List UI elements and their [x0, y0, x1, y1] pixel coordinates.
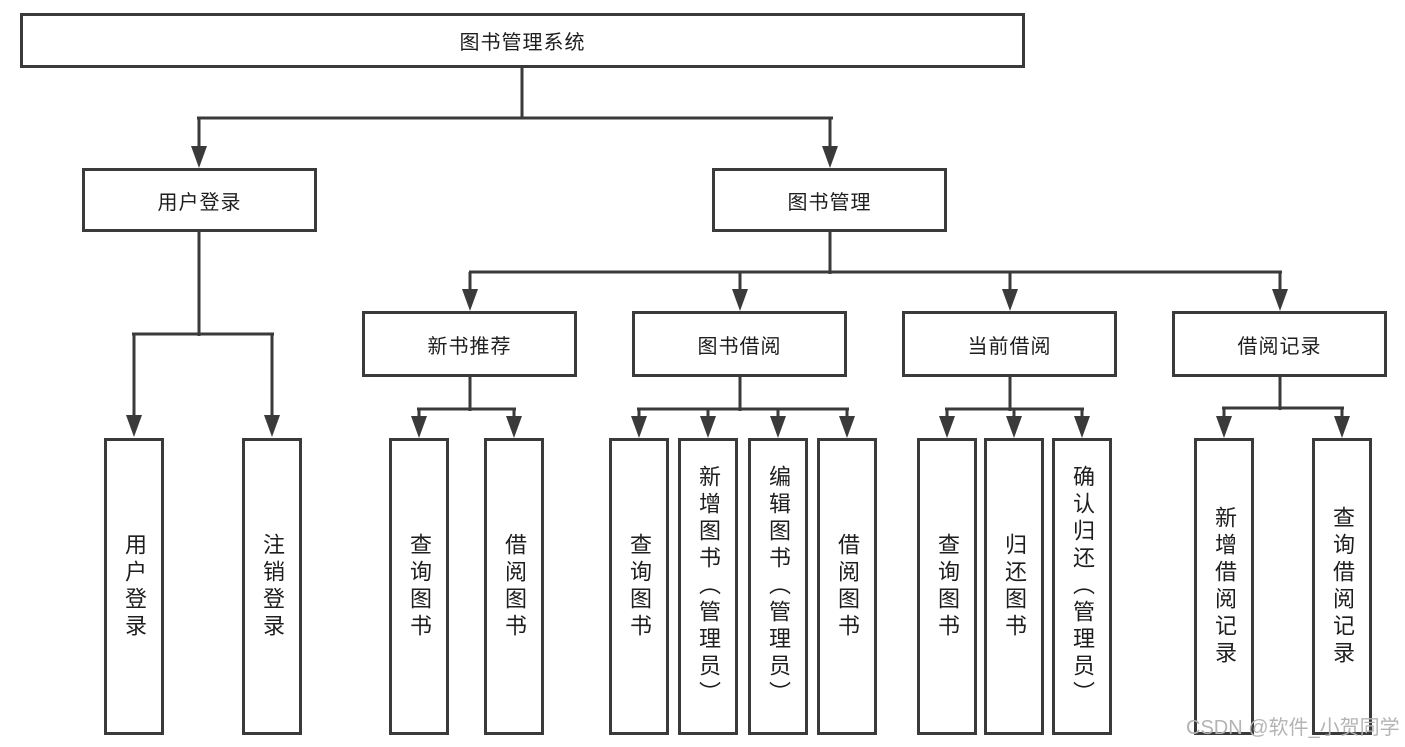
- connector-bookborrow-to-leaves: [631, 377, 855, 438]
- arrow-down-icon: [1006, 416, 1022, 438]
- connector-newbooks-to-leaves: [411, 377, 522, 438]
- leaf-add-borrow-record: 新增借阅记录: [1194, 438, 1254, 735]
- leaf-borrow-books: 借阅图书: [817, 438, 877, 735]
- arrow-down-icon: [506, 416, 522, 438]
- arrow-down-icon: [1272, 289, 1288, 311]
- arrow-down-icon: [1074, 416, 1090, 438]
- leaf-query-books-borrowing: 查询图书: [609, 438, 669, 735]
- node-book-borrowing: 图书借阅: [632, 311, 847, 377]
- connector-bookmgmt-to-level3: [462, 232, 1288, 311]
- arrow-down-icon: [1216, 416, 1232, 438]
- node-root-system: 图书管理系统: [20, 13, 1025, 68]
- arrow-down-icon: [191, 146, 207, 168]
- arrow-down-icon: [1334, 416, 1350, 438]
- arrow-down-icon: [839, 416, 855, 438]
- arrow-down-icon: [732, 289, 748, 311]
- leaf-confirm-return-admin: 确认归还（管理员）: [1052, 438, 1112, 735]
- arrow-down-icon: [770, 416, 786, 438]
- connector-userlogin-to-leaves: [126, 232, 280, 437]
- arrow-down-icon: [264, 415, 280, 437]
- arrow-down-icon: [700, 416, 716, 438]
- node-user-login-module: 用户登录: [82, 168, 317, 232]
- arrow-down-icon: [939, 416, 955, 438]
- node-book-management-module: 图书管理: [712, 168, 947, 232]
- arrow-down-icon: [822, 146, 838, 168]
- node-current-borrowing: 当前借阅: [902, 311, 1117, 377]
- connector-currentborrow-to-leaves: [939, 377, 1090, 438]
- leaf-return-books: 归还图书: [984, 438, 1044, 735]
- arrow-down-icon: [411, 416, 427, 438]
- leaf-user-login: 用户登录: [104, 438, 164, 735]
- leaf-edit-books-admin: 编辑图书（管理员）: [748, 438, 808, 735]
- arrow-down-icon: [462, 289, 478, 311]
- leaf-query-books-recommend: 查询图书: [389, 438, 449, 735]
- connector-borrowrecords-to-leaves: [1216, 377, 1350, 438]
- leaf-query-borrow-record: 查询借阅记录: [1312, 438, 1372, 735]
- node-new-book-recommend: 新书推荐: [362, 311, 577, 377]
- leaf-logout: 注销登录: [242, 438, 302, 735]
- leaf-query-books-current: 查询图书: [917, 438, 977, 735]
- arrow-down-icon: [126, 415, 142, 437]
- node-borrowing-records: 借阅记录: [1172, 311, 1387, 377]
- leaf-add-books-admin: 新增图书（管理员）: [678, 438, 738, 735]
- connector-root-to-level2: [191, 68, 838, 168]
- arrow-down-icon: [1002, 289, 1018, 311]
- csdn-watermark: CSDN @软件_小贺同学: [1186, 717, 1400, 739]
- arrow-down-icon: [631, 416, 647, 438]
- leaf-borrow-books-recommend: 借阅图书: [484, 438, 544, 735]
